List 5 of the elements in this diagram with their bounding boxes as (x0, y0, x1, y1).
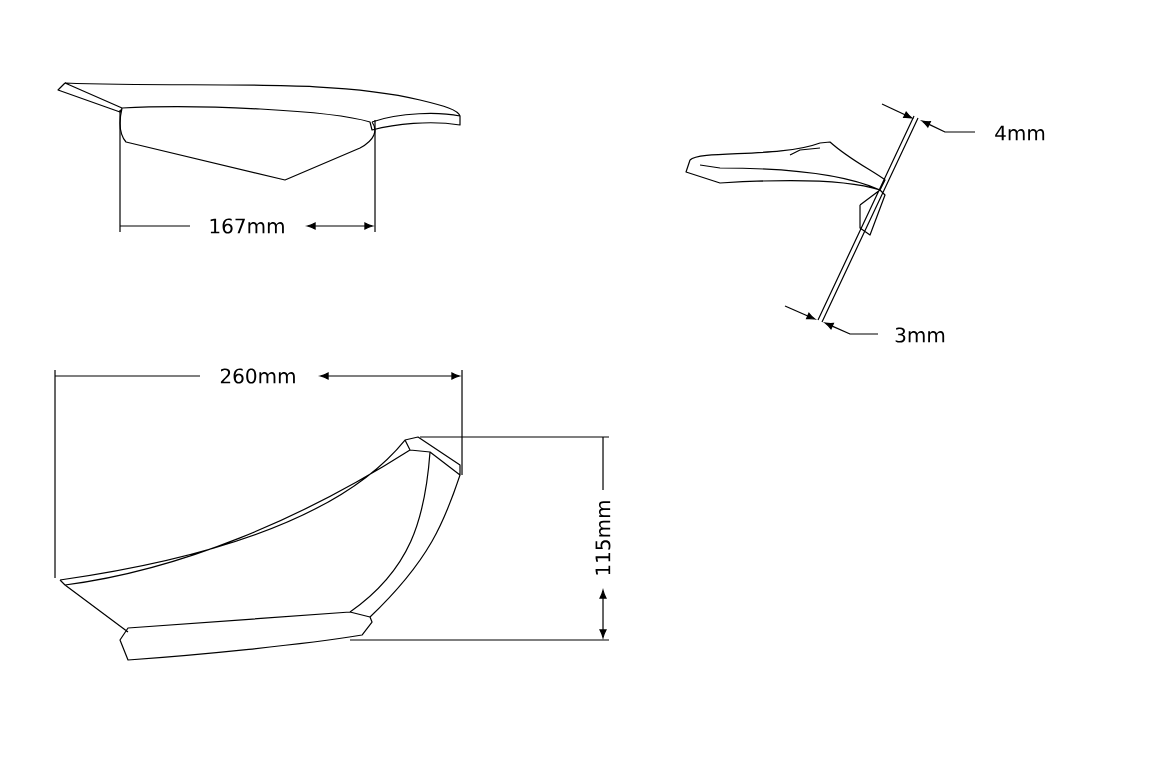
dimension-label: 4mm (995, 125, 1045, 141)
dimension-label: 167mm (210, 218, 284, 234)
dimension-label: 115mm (595, 501, 611, 575)
dimension-label: 3mm (895, 327, 945, 343)
dimension-label: 260mm (220, 368, 295, 384)
